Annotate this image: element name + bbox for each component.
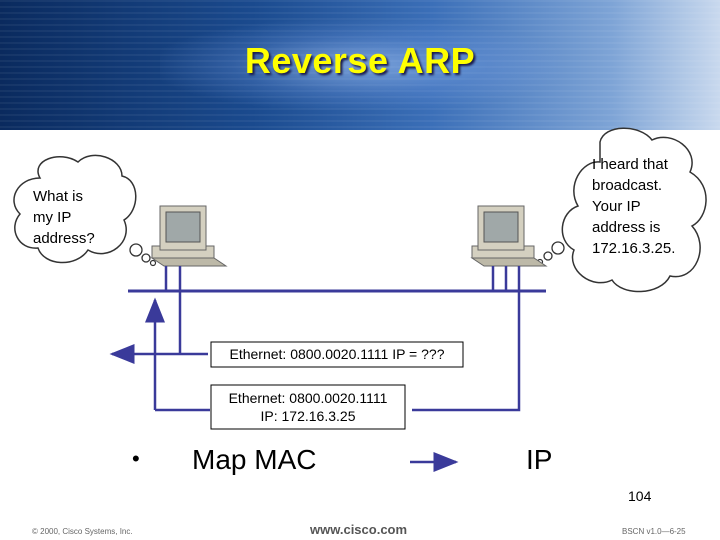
left-thought-bubble xyxy=(13,154,157,267)
request-frame-box xyxy=(210,341,464,368)
right-bubble-line: 172.16.3.25. xyxy=(592,240,676,257)
page-number: 104 xyxy=(628,488,652,504)
reply-frame-line: IP: 172.16.3.25 xyxy=(260,408,356,424)
right-computer-icon xyxy=(470,205,548,267)
map-to-text: IP xyxy=(526,444,553,475)
right-thought-bubble xyxy=(536,127,707,293)
left-bubble-line: What is xyxy=(33,188,84,205)
right-bubble-line: address is xyxy=(592,219,661,236)
right-bubble-line: Your IP xyxy=(592,198,641,215)
right-bubble-line: I heard that xyxy=(592,156,668,173)
drop-cables xyxy=(164,266,508,354)
left-bubble-text: What is my IP address? xyxy=(33,186,95,249)
slide-title: Reverse ARP xyxy=(244,40,476,81)
reply-frame-box xyxy=(210,384,406,430)
right-bubble-text: I heard that broadcast. Your IP address … xyxy=(592,154,675,259)
copyright-notice: © 2000, Cisco Systems, Inc. xyxy=(32,527,133,536)
left-bubble-line: my IP xyxy=(33,209,72,226)
left-computer-icon xyxy=(150,205,228,267)
banner-glow xyxy=(160,20,560,110)
left-bubble-line: address? xyxy=(33,230,95,247)
bullet-marker: • xyxy=(132,446,140,471)
reply-frame-label: Ethernet: 0800.0020.1111 IP: 172.16.3.25 xyxy=(211,389,405,425)
right-bubble-line: broadcast. xyxy=(592,177,663,194)
website-link: www.cisco.com xyxy=(310,522,408,537)
reply-arrow xyxy=(145,266,521,412)
map-from-text: Map MAC xyxy=(192,444,317,475)
course-code: BSCN v1.0—6-25 xyxy=(622,527,686,536)
request-frame-label: Ethernet: 0800.0020.1111 IP = ??? xyxy=(229,346,445,362)
title-banner xyxy=(0,0,720,130)
reply-frame-line: Ethernet: 0800.0020.1111 xyxy=(228,390,388,406)
